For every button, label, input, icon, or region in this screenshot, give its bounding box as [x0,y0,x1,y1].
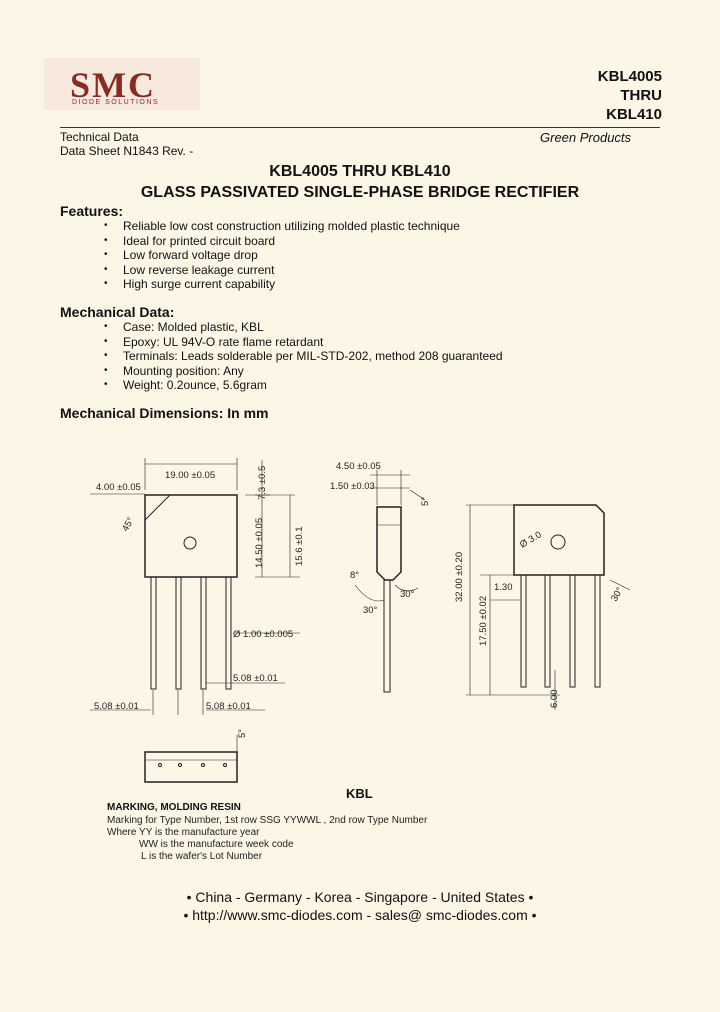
features-heading: Features: [60,203,124,219]
logo-tagline: DIODE SOLUTIONS [72,99,160,106]
footer-countries: • China - Germany - Korea - Singapore - … [186,889,534,905]
document-title: KBL4005 THRU KBL410 [269,163,451,180]
part-number-first: KBL4005 [597,68,662,85]
mechanical-data-list: Case: Molded plastic, KBL Epoxy: UL 94V-… [104,320,503,393]
logo-background [44,58,200,110]
dim-label: 6.00 [549,690,560,709]
dim-label: 5.08 ±0.01 [94,701,139,712]
dim-label: 32.00 ±0.20 [454,552,465,602]
dim-label: 7.3 ±0.5 [257,466,268,500]
dim-label: 1.50 ±0.03 [330,481,375,492]
dim-label: 1.30 [494,582,513,593]
front-view [90,458,300,715]
mechanical-data-heading: Mechanical Data: [60,304,175,320]
dim-label: 8° [350,570,359,581]
dim-label: 30° [609,585,626,603]
mechanical-dimensions-heading: Mechanical Dimensions: In mm [60,405,269,421]
package-dimension-drawing: 19.00 ±0.05 4.00 ±0.05 45° 7.3 ±0.5 14.5… [90,458,631,783]
side-view [354,470,426,693]
dim-label: 14.50 ±0.05 [254,518,265,568]
marking-line: WW is the manufacture week code [139,839,294,850]
bottom-view [144,735,238,783]
marking-heading: MARKING, MOLDING RESIN [107,802,241,813]
smc-logo: SMC [70,65,156,105]
dim-label: 30° [363,605,378,616]
green-products-label: Green Products [540,130,632,145]
footer-contact-links[interactable]: • http://www.smc-diodes.com - sales@ smc… [183,907,537,923]
list-item: Epoxy: UL 94V-O rate flame retardant [104,335,503,350]
dim-label: 5.08 ±0.01 [206,701,251,712]
list-item: High surge current capability [104,277,460,292]
header-divider [60,127,660,128]
list-item: Terminals: Leads solderable per MIL-STD-… [104,349,503,364]
dim-label: 4.50 ±0.05 [336,461,381,472]
dim-label: 5° [237,729,248,738]
features-list: Reliable low cost construction utilizing… [104,219,460,292]
dim-label: 4.00 ±0.05 [96,482,141,493]
dim-label: 15.6 ±0.1 [294,526,305,566]
dim-label: Ø 3.0 [518,529,544,550]
list-item: Low forward voltage drop [104,248,460,263]
right-view [466,504,631,710]
package-label: KBL [346,786,373,801]
list-item: Ideal for printed circuit board [104,234,460,249]
list-item: Case: Molded plastic, KBL [104,320,503,335]
datasheet-number: Data Sheet N1843 Rev. - [60,144,194,158]
dim-label: 45° [120,515,137,533]
list-item: Low reverse leakage current [104,263,460,278]
marking-line: L is the wafer's Lot Number [141,851,263,862]
document-subtitle: GLASS PASSIVATED SINGLE-PHASE BRIDGE REC… [140,184,580,201]
list-item: Weight: 0.2ounce, 5.6gram [104,378,503,393]
part-number-thru: THRU [620,87,662,104]
dim-label: Ø 1.00 ±0.005 [233,629,293,640]
marking-line: Where YY is the manufacture year [107,827,260,838]
technical-data-label: Technical Data [60,130,139,144]
dim-label: 30° [400,589,415,600]
dim-label: 19.00 ±0.05 [165,470,215,481]
part-number-last: KBL410 [606,106,662,123]
list-item: Reliable low cost construction utilizing… [104,219,460,234]
dim-label: 17.50 ±0.02 [478,596,489,646]
list-item: Mounting position: Any [104,364,503,379]
dim-label: 5.08 ±0.01 [233,673,278,684]
dim-label: 5° [420,497,431,506]
marking-line: Marking for Type Number, 1st row SSG YYW… [107,815,428,826]
